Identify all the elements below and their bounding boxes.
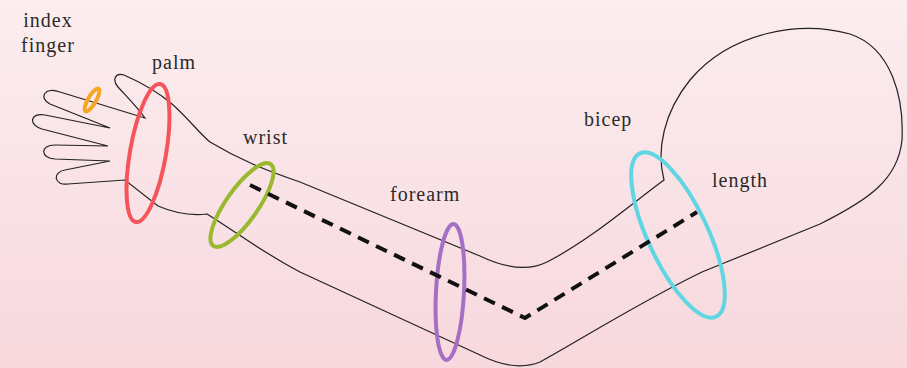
part-label: length bbox=[712, 168, 768, 193]
finger-ring bbox=[82, 87, 102, 114]
length-line bbox=[250, 185, 697, 318]
wrist-ring bbox=[200, 155, 284, 255]
part-label: bicep bbox=[584, 107, 632, 132]
palm-ring bbox=[118, 81, 178, 225]
part-label: index finger bbox=[8, 8, 88, 58]
part-label: forearm bbox=[390, 182, 460, 207]
arm-outline bbox=[33, 29, 903, 366]
part-label: wrist bbox=[243, 125, 288, 150]
forearm-ring bbox=[432, 223, 467, 360]
part-label: palm bbox=[152, 50, 196, 75]
